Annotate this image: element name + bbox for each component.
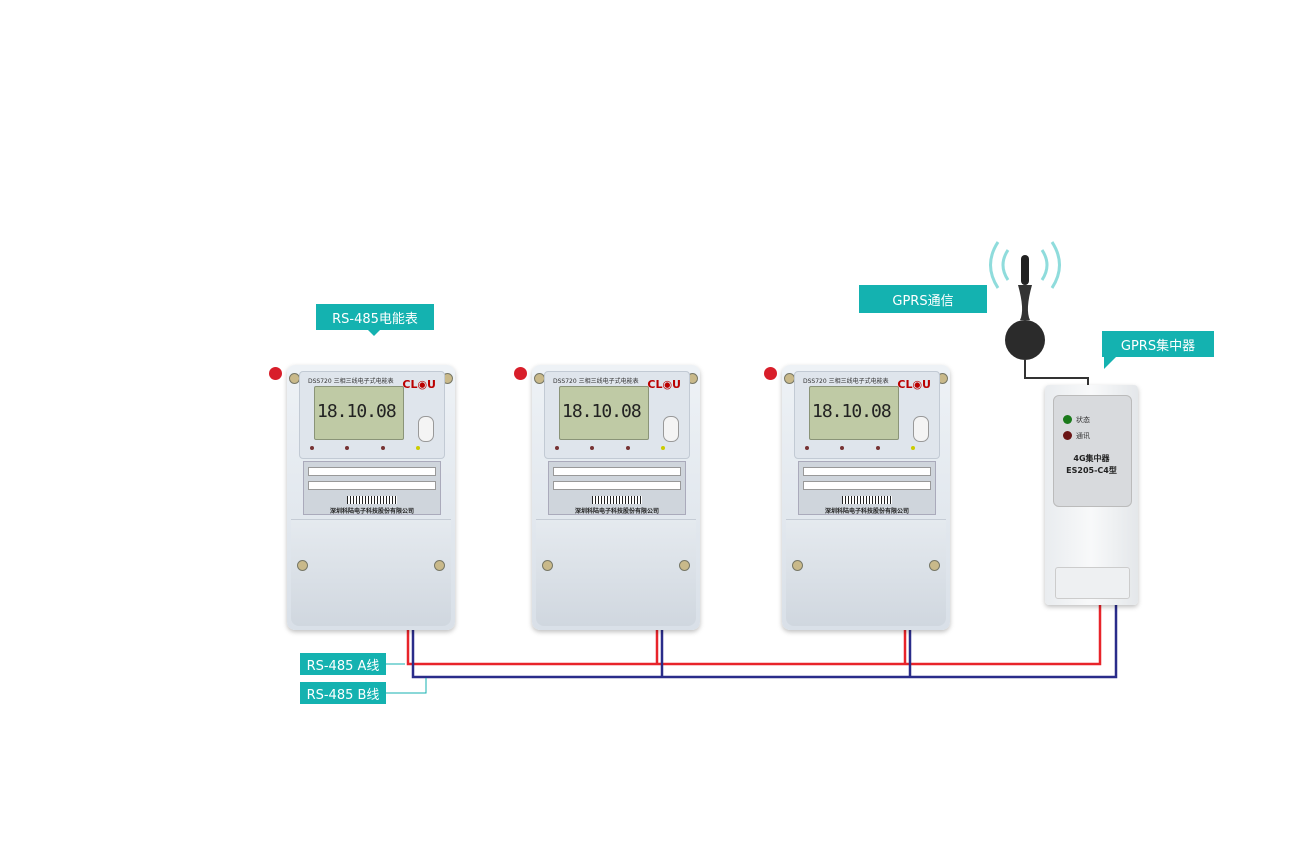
meter-reading: 18.10.08 [812,401,892,422]
meter-reading: 18.10.08 [317,401,397,422]
signal-waves-icon [989,241,1061,289]
comm-label: 通讯 [1076,432,1090,440]
brand-logo: CL◉U [647,378,681,391]
terminal-block [1055,567,1130,599]
callout-pointer [1104,357,1116,369]
indicator-leds [805,446,915,450]
meter-maker: 深圳科陆电子科技股份有限公司 [824,508,909,515]
screw-icon [434,560,445,571]
rs485-meter-label: RS-485电能表 [316,304,434,330]
nameplate: 深圳科陆电子科技股份有限公司 [798,461,936,515]
line-a-label: RS-485 A线 [300,653,386,675]
meter-model: DSS720 三相三线电子式电能表 [803,378,889,385]
lcd-display: 18.10.08 [809,386,899,440]
screw-icon [679,560,690,571]
meter-model: DSS720 三相三线电子式电能表 [308,378,394,385]
barcode [592,496,642,504]
screw-icon [929,560,940,571]
brand-logo: CL◉U [897,378,931,391]
meter-maker: 深圳科陆电子科技股份有限公司 [574,508,659,515]
meter-button [913,416,929,442]
seal-icon [764,367,777,380]
line-b-label: RS-485 B线 [300,682,386,704]
lcd-display: 18.10.08 [314,386,404,440]
concentrator-name: 4G集中器 [1073,454,1110,463]
status-label: 状态 [1076,416,1090,424]
barcode [347,496,397,504]
gprs-comm-label: GPRS通信 [859,285,987,313]
meter-button [418,416,434,442]
lcd-display: 18.10.08 [559,386,649,440]
indicator-leds [310,446,420,450]
callout-pointer [368,330,380,342]
status-led [1063,415,1072,424]
indicator-leds [555,446,665,450]
brand-logo: CL◉U [402,378,436,391]
screw-icon [297,560,308,571]
nameplate: 深圳科陆电子科技股份有限公司 [548,461,686,515]
screw-icon [792,560,803,571]
antenna-icon [1005,255,1045,360]
barcode [842,496,892,504]
meter-maker: 深圳科陆电子科技股份有限公司 [329,508,414,515]
meter-reading: 18.10.08 [562,401,642,422]
meter-model: DSS720 三相三线电子式电能表 [553,378,639,385]
electric-meter: DSS720 三相三线电子式电能表 18.10.08 CL◉U 深圳科陆电子科技… [514,365,700,630]
terminal-cover [786,519,946,626]
electric-meter: DSS720 三相三线电子式电能表 18.10.08 CL◉U 深圳科陆电子科技… [269,365,455,630]
leader-b [386,678,427,694]
electric-meter: DSS720 三相三线电子式电能表 18.10.08 CL◉U 深圳科陆电子科技… [764,365,950,630]
nameplate: 深圳科陆电子科技股份有限公司 [303,461,441,515]
antenna-cable [1024,360,1089,385]
concentrator-model: ES205-C4型 [1066,466,1117,475]
concentrator-label: GPRS集中器 [1102,331,1214,357]
rs485-b-line [411,605,1118,679]
rs485-a-line [406,605,1102,666]
seal-icon [269,367,282,380]
terminal-cover [536,519,696,626]
terminal-cover [291,519,451,626]
concentrator-device: 状态 通讯 4G集中器 ES205-C4型 [1045,385,1138,605]
seal-icon [514,367,527,380]
screw-icon [542,560,553,571]
comm-led [1063,431,1072,440]
meter-button [663,416,679,442]
